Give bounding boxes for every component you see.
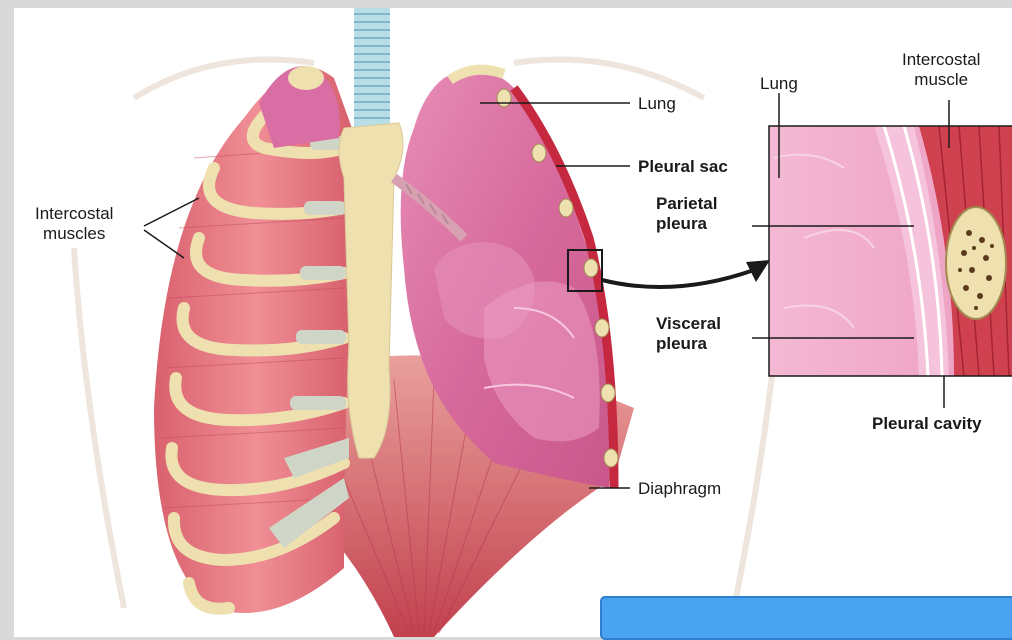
label-lung: Lung xyxy=(638,94,676,114)
label-inset-intercostal-muscle: Intercostal muscle xyxy=(902,50,980,90)
label-intercostal-muscles-line2: muscles xyxy=(35,224,113,244)
label-pleural-sac: Pleural sac xyxy=(638,157,728,177)
thoracic-anatomy-illustration xyxy=(14,8,1012,637)
rib-cage-left xyxy=(154,67,359,613)
label-diaphragm: Diaphragm xyxy=(638,479,721,499)
label-intercostal-muscles-line1: Intercostal xyxy=(35,204,113,224)
label-inset-intercostal-line1: Intercostal xyxy=(902,50,980,70)
blue-banner-bar xyxy=(600,596,1012,640)
trachea xyxy=(354,8,390,138)
label-visceral-pleura: Visceral pleura xyxy=(656,314,721,354)
label-pleural-cavity: Pleural cavity xyxy=(872,414,982,434)
label-parietal-pleura: Parietal pleura xyxy=(656,194,717,234)
zoom-arrow xyxy=(602,270,754,287)
label-inset-intercostal-line2: muscle xyxy=(902,70,980,90)
label-visceral-pleura-line1: Visceral xyxy=(656,314,721,334)
diagram-frame: Intercostal muscles Lung Pleural sac Par… xyxy=(14,8,1012,637)
label-inset-lung: Lung xyxy=(760,74,798,94)
label-intercostal-muscles: Intercostal muscles xyxy=(35,204,113,244)
label-parietal-pleura-line1: Parietal xyxy=(656,194,717,214)
label-parietal-pleura-line2: pleura xyxy=(656,214,717,234)
label-visceral-pleura-line2: pleura xyxy=(656,334,721,354)
